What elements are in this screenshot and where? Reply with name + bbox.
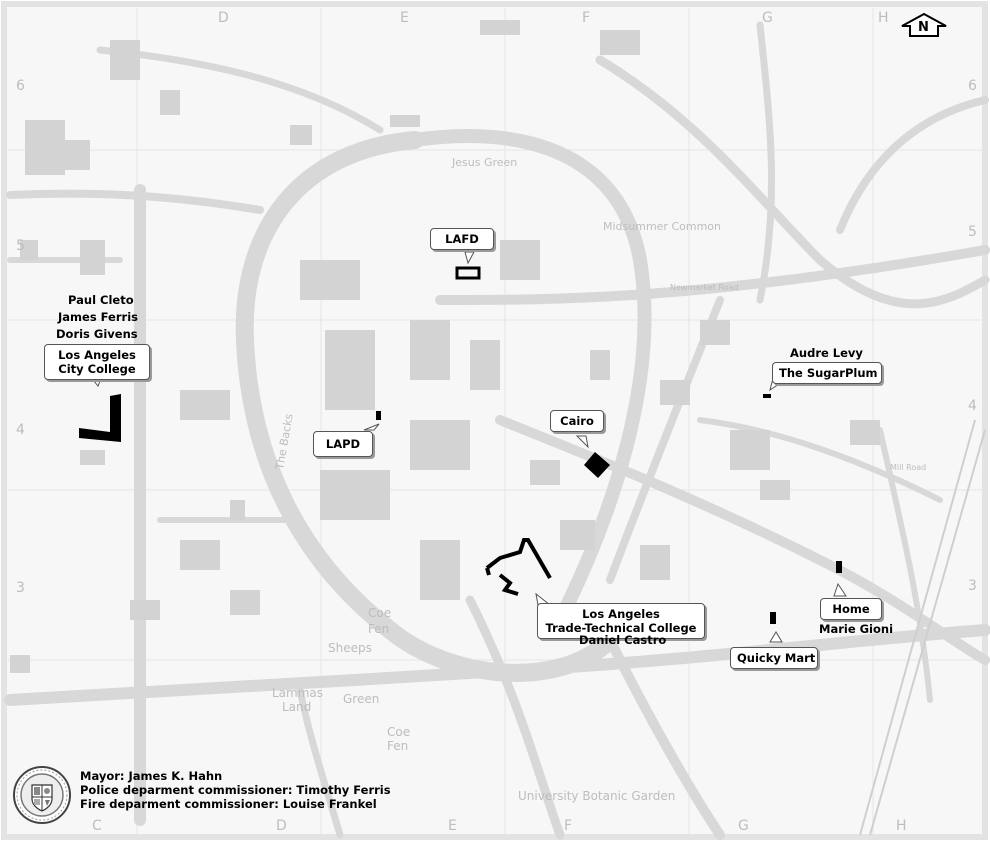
svg-text:C: C <box>92 818 102 834</box>
north-label: N <box>918 20 929 35</box>
svg-text:Coe: Coe <box>387 725 410 739</box>
mayor-line: Mayor: James K. Hahn <box>80 769 223 783</box>
svg-text:D: D <box>276 818 287 834</box>
grid-references: D E F G H C D E F G H 6 5 4 3 6 5 4 3 <box>16 10 977 834</box>
city-college-callout: Los Angeles City College <box>44 344 150 380</box>
fire-commissioner-line: Fire deparment commissioner: Louise Fran… <box>80 797 377 811</box>
svg-text:G: G <box>762 10 773 26</box>
svg-text:F: F <box>564 818 572 834</box>
police-commissioner-line: Police deparment commissioner: Timothy F… <box>80 783 391 797</box>
svg-text:Midsummer Common: Midsummer Common <box>603 220 721 233</box>
svg-text:F: F <box>582 10 590 26</box>
svg-text:Mill Road: Mill Road <box>890 463 926 472</box>
svg-text:Fen: Fen <box>387 739 408 753</box>
svg-text:4: 4 <box>16 422 25 438</box>
svg-text:6: 6 <box>16 78 25 94</box>
location-markers <box>79 266 842 624</box>
svg-text:E: E <box>448 818 457 834</box>
railway <box>859 419 986 836</box>
svg-text:5: 5 <box>968 224 977 240</box>
svg-text:H: H <box>878 10 889 26</box>
trade-tech-callout: Los Angeles Trade-Technical College <box>537 603 705 639</box>
quicky-mart-callout: Quicky Mart <box>730 647 818 669</box>
svg-text:Sheeps: Sheeps <box>328 641 372 655</box>
person-daniel-castro: Daniel Castro <box>579 633 667 647</box>
svg-text:5: 5 <box>16 238 25 254</box>
person-james-ferris: James Ferris <box>58 310 138 324</box>
home-marker <box>836 561 842 573</box>
svg-text:E: E <box>400 10 409 26</box>
svg-text:Land: Land <box>282 700 311 714</box>
city-college-line-2: City College <box>58 362 136 376</box>
svg-text:Coe: Coe <box>368 606 391 620</box>
north-arrow-icon <box>901 12 947 37</box>
svg-text:G: G <box>738 818 749 834</box>
svg-text:6: 6 <box>968 78 977 94</box>
trade-tech-marker <box>485 538 552 596</box>
lapd-marker <box>376 411 381 420</box>
city-seal <box>12 765 72 825</box>
person-doris-givens: Doris Givens <box>56 327 138 341</box>
city-college-line-1: Los Angeles <box>58 348 136 362</box>
north-arrow: N <box>900 12 948 38</box>
area-names: Jesus Green Midsummer Common The Backs C… <box>272 156 926 803</box>
svg-text:3: 3 <box>16 580 25 596</box>
svg-text:D: D <box>218 10 229 26</box>
person-audre-levy: Audre Levy <box>790 346 863 360</box>
svg-text:Newmarket Road: Newmarket Road <box>670 283 738 292</box>
seal-icon <box>13 766 71 824</box>
person-marie-gioni: Marie Gioni <box>819 622 894 636</box>
city-college-marker <box>79 394 121 442</box>
svg-text:H: H <box>896 818 907 834</box>
sugarplum-marker <box>763 394 771 398</box>
sugarplum-callout: The SugarPlum <box>772 362 882 384</box>
buildings <box>10 20 880 673</box>
svg-text:Fen: Fen <box>368 622 389 636</box>
lafd-callout: LAFD <box>430 228 494 250</box>
svg-text:Green: Green <box>343 692 379 706</box>
home-callout: Home <box>820 598 882 620</box>
svg-text:4: 4 <box>968 398 977 414</box>
trade-tech-line-2: Trade-Technical College <box>545 621 697 635</box>
roads <box>4 21 990 840</box>
cairo-marker <box>584 452 610 478</box>
svg-text:Jesus Green: Jesus Green <box>451 156 517 169</box>
lapd-callout: LAPD <box>313 431 373 457</box>
svg-text:3: 3 <box>968 578 977 594</box>
svg-text:Lammas: Lammas <box>272 686 323 700</box>
trade-tech-line-1: Los Angeles <box>582 607 660 621</box>
quicky-mart-marker <box>770 612 776 624</box>
lafd-marker <box>455 266 481 280</box>
person-paul-cleto: Paul Cleto <box>68 293 134 307</box>
callout-pointers <box>88 251 847 643</box>
svg-text:University Botanic Garden: University Botanic Garden <box>518 789 675 803</box>
cairo-callout: Cairo <box>550 410 604 432</box>
